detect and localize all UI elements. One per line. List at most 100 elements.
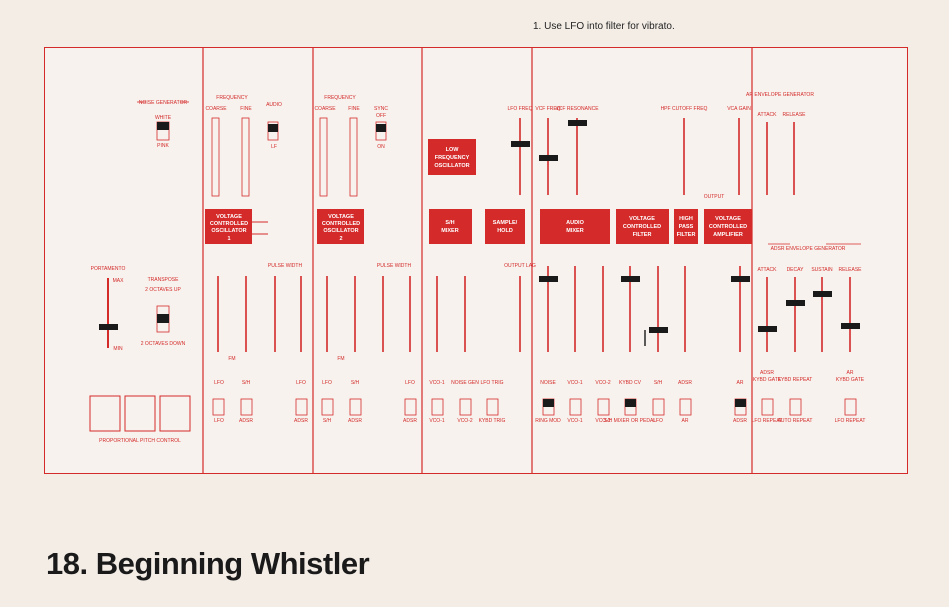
pitch-pad-vibrato[interactable] [124,395,156,432]
svg-text:CONTROLLED: CONTROLLED [623,224,661,230]
svg-text:ON: ON [377,144,385,150]
svg-text:FREQUENCY: FREQUENCY [324,95,356,101]
svg-text:OUTPUT LAG: OUTPUT LAG [504,263,536,269]
svg-text:HPF CUTOFF FREQ: HPF CUTOFF FREQ [661,106,708,112]
vco1-coarse-slider[interactable] [211,117,220,197]
vcf-resonance-knob[interactable] [568,120,587,126]
page-title: 18. Beginning Whistler [46,546,370,581]
svg-text:S/H: S/H [323,418,332,424]
svg-text:PULSE WIDTH: PULSE WIDTH [268,263,303,269]
svg-text:SYNC: SYNC [374,106,388,112]
vca-block [704,209,752,244]
svg-text:VCO-1: VCO-1 [567,380,583,386]
svg-text:OSCILLATOR: OSCILLATOR [323,228,358,234]
svg-text:S/H MIXER OR PEDAL: S/H MIXER OR PEDAL [604,418,656,424]
svg-text:VCO-1: VCO-1 [429,418,445,424]
svg-text:ADSR: ADSR [760,370,774,376]
svg-text:LFO REPEAT: LFO REPEAT [752,418,783,424]
svg-text:NOISE: NOISE [540,380,556,386]
svg-text:VCF FREQ: VCF FREQ [535,106,560,112]
svg-text:RELEASE: RELEASE [838,267,862,273]
svg-text:CONTROLLED: CONTROLLED [322,221,360,227]
svg-text:PASS: PASS [679,224,694,230]
white-label: WHITE [155,115,172,121]
vcf-sh-knob[interactable] [649,327,668,333]
svg-text:FM: FM [337,356,344,362]
lfo-freq-knob[interactable] [511,141,530,147]
svg-text:AR: AR [847,370,854,376]
svg-text:AR: AR [682,418,689,424]
svg-text:MAX: MAX [113,278,125,284]
svg-text:DECAY: DECAY [787,267,805,273]
svg-text:AMPLIFIER: AMPLIFIER [713,232,743,238]
adsr-release-knob[interactable] [841,323,860,329]
svg-text:2: 2 [339,236,342,242]
svg-text:LFO: LFO [214,380,224,386]
vco1-fine-slider[interactable] [241,117,250,197]
vcf-freq-knob[interactable] [539,155,558,161]
svg-text:LFO: LFO [214,418,224,424]
svg-text:LOW: LOW [446,147,460,153]
svg-text:1: 1 [227,236,230,242]
svg-text:FREQUENCY: FREQUENCY [435,155,470,161]
svg-text:FREQUENCY: FREQUENCY [216,95,248,101]
noise-switch-lever [157,122,169,130]
portamento-label: PORTAMENTO [91,266,126,272]
svg-text:AUDIO: AUDIO [266,102,282,108]
vca-ar-knob[interactable] [731,276,750,282]
adsr-decay-knob[interactable] [786,300,805,306]
pitch-pad-flat[interactable] [89,395,121,432]
pitch-pad-sharp[interactable] [159,395,191,432]
svg-text:COARSE: COARSE [205,106,227,112]
svg-text:S/H: S/H [351,380,360,386]
svg-text:RING MOD: RING MOD [535,418,561,424]
svg-text:2 OCTAVES DOWN: 2 OCTAVES DOWN [141,341,186,347]
svg-text:LFO: LFO [322,380,332,386]
svg-text:LFO: LFO [405,380,415,386]
synth-panel [44,47,908,474]
svg-text:HOLD: HOLD [497,228,513,234]
noise-level-knob[interactable] [539,276,558,282]
svg-text:ADSR: ADSR [348,418,362,424]
svg-text:VCO-2: VCO-2 [457,418,473,424]
adsr-attack-knob[interactable] [758,326,777,332]
svg-text:FILTER: FILTER [677,232,696,238]
svg-text:ADSR: ADSR [678,380,692,386]
audio-mixer-block [540,209,610,244]
svg-text:MIXER: MIXER [566,228,583,234]
svg-text:HIGH: HIGH [679,216,693,222]
sample-hold-block [485,209,525,244]
vco1-sliders [217,276,302,352]
svg-text:OFF: OFF [376,113,386,119]
svg-text:ADSR: ADSR [733,418,747,424]
svg-text:FM: FM [228,356,235,362]
adsr-sustain-knob[interactable] [813,291,832,297]
svg-text:FINE: FINE [240,106,252,112]
svg-text:VCO-2: VCO-2 [595,418,611,424]
vcf-kybd-knob[interactable] [621,276,640,282]
svg-text:KYBD REPEAT: KYBD REPEAT [778,377,813,383]
sh-mixer-block [429,209,472,244]
svg-text:LFO: LFO [296,380,306,386]
svg-text:VOLTAGE: VOLTAGE [216,214,242,220]
svg-text:ADSR ENVELOPE GENERATOR: ADSR ENVELOPE GENERATOR [771,246,846,252]
svg-text:2 OCTAVES UP: 2 OCTAVES UP [145,287,181,293]
svg-text:S/H: S/H [445,220,454,226]
svg-text:AR ENVELOPE GENERATOR: AR ENVELOPE GENERATOR [746,92,814,98]
svg-text:SAMPLE/: SAMPLE/ [493,220,518,226]
svg-text:S/H: S/H [654,380,663,386]
svg-text:ADSR: ADSR [403,418,417,424]
svg-text:ADSR: ADSR [294,418,308,424]
vco2-block [317,209,364,244]
portamento-slider-knob[interactable] [99,324,118,330]
svg-text:FILTER: FILTER [633,232,652,238]
svg-text:VOLTAGE: VOLTAGE [328,214,354,220]
svg-text:KYBD GATE: KYBD GATE [836,377,865,383]
svg-text:ATTACK: ATTACK [758,267,778,273]
svg-text:LFO FREQ: LFO FREQ [507,106,532,112]
svg-text:MIXER: MIXER [441,228,458,234]
svg-text:LFO: LFO [653,418,663,424]
svg-text:VCF RESONANCE: VCF RESONANCE [555,106,599,112]
transpose-label: TRANSPOSE [148,277,180,283]
svg-text:KYBD CV: KYBD CV [619,380,642,386]
